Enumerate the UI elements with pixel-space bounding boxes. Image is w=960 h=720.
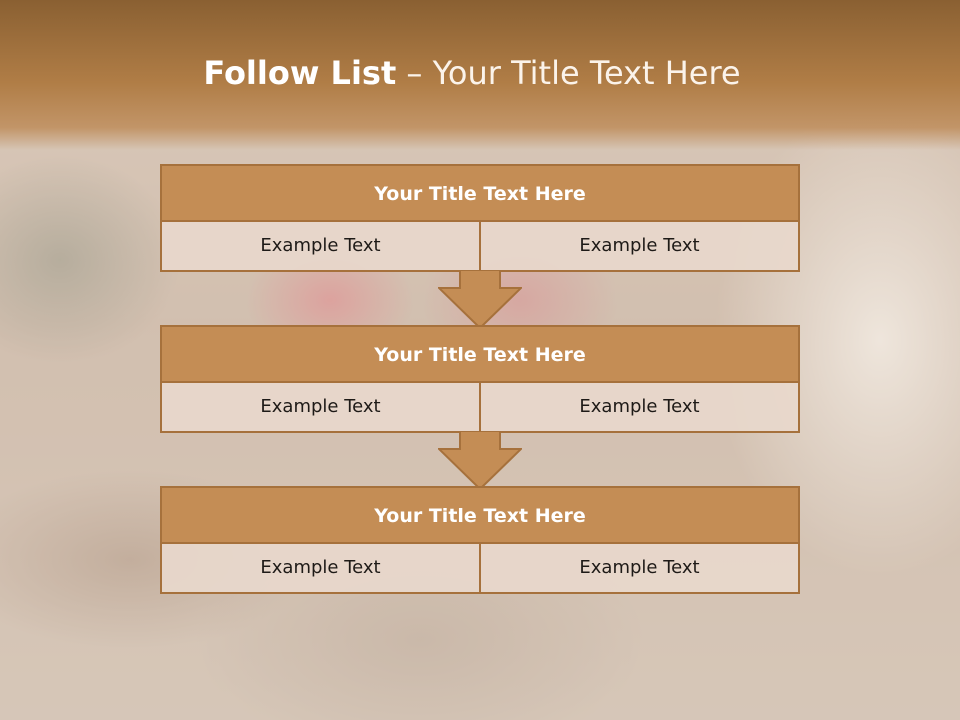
step-box-3: Your Title Text Here Example Text Exampl… — [160, 486, 800, 594]
step-cell-right: Example Text — [481, 544, 798, 592]
title-banner — [0, 0, 960, 150]
step-cell-right: Example Text — [481, 222, 798, 270]
step-row: Example Text Example Text — [162, 383, 798, 431]
step-cell-left: Example Text — [162, 544, 481, 592]
step-box-1: Your Title Text Here Example Text Exampl… — [160, 164, 800, 272]
slide-title-bold: Follow List — [203, 54, 397, 92]
slide-title-rest: – Your Title Text Here — [396, 54, 741, 92]
step-title: Your Title Text Here — [162, 327, 798, 383]
step-cell-left: Example Text — [162, 383, 481, 431]
down-arrow-icon — [438, 270, 522, 330]
step-row: Example Text Example Text — [162, 544, 798, 592]
slide-title: Follow List – Your Title Text Here — [0, 54, 944, 92]
step-box-2: Your Title Text Here Example Text Exampl… — [160, 325, 800, 433]
step-title: Your Title Text Here — [162, 166, 798, 222]
step-title: Your Title Text Here — [162, 488, 798, 544]
step-cell-right: Example Text — [481, 383, 798, 431]
step-cell-left: Example Text — [162, 222, 481, 270]
down-arrow-icon — [438, 431, 522, 491]
step-row: Example Text Example Text — [162, 222, 798, 270]
